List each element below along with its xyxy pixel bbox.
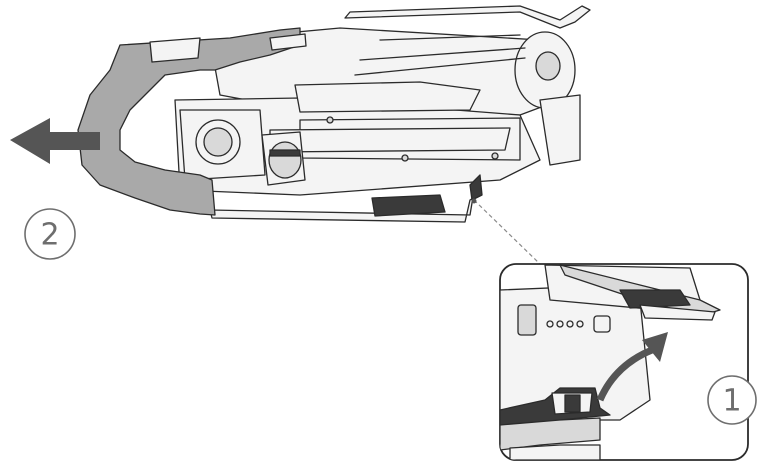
step-2-marker: 2 (24, 208, 76, 260)
leader-dot (471, 198, 477, 204)
drone-folded (174, 5, 591, 223)
detail-inset (499, 263, 749, 461)
left-arrow-icon (10, 118, 100, 164)
step-1-marker: 1 (707, 375, 757, 425)
detail-leader-line (473, 199, 541, 265)
step-1-number: 1 (722, 384, 741, 419)
gimbal-storage-cover (77, 27, 307, 216)
step-2-number: 2 (40, 218, 59, 253)
curved-arrow-icon (596, 332, 668, 402)
